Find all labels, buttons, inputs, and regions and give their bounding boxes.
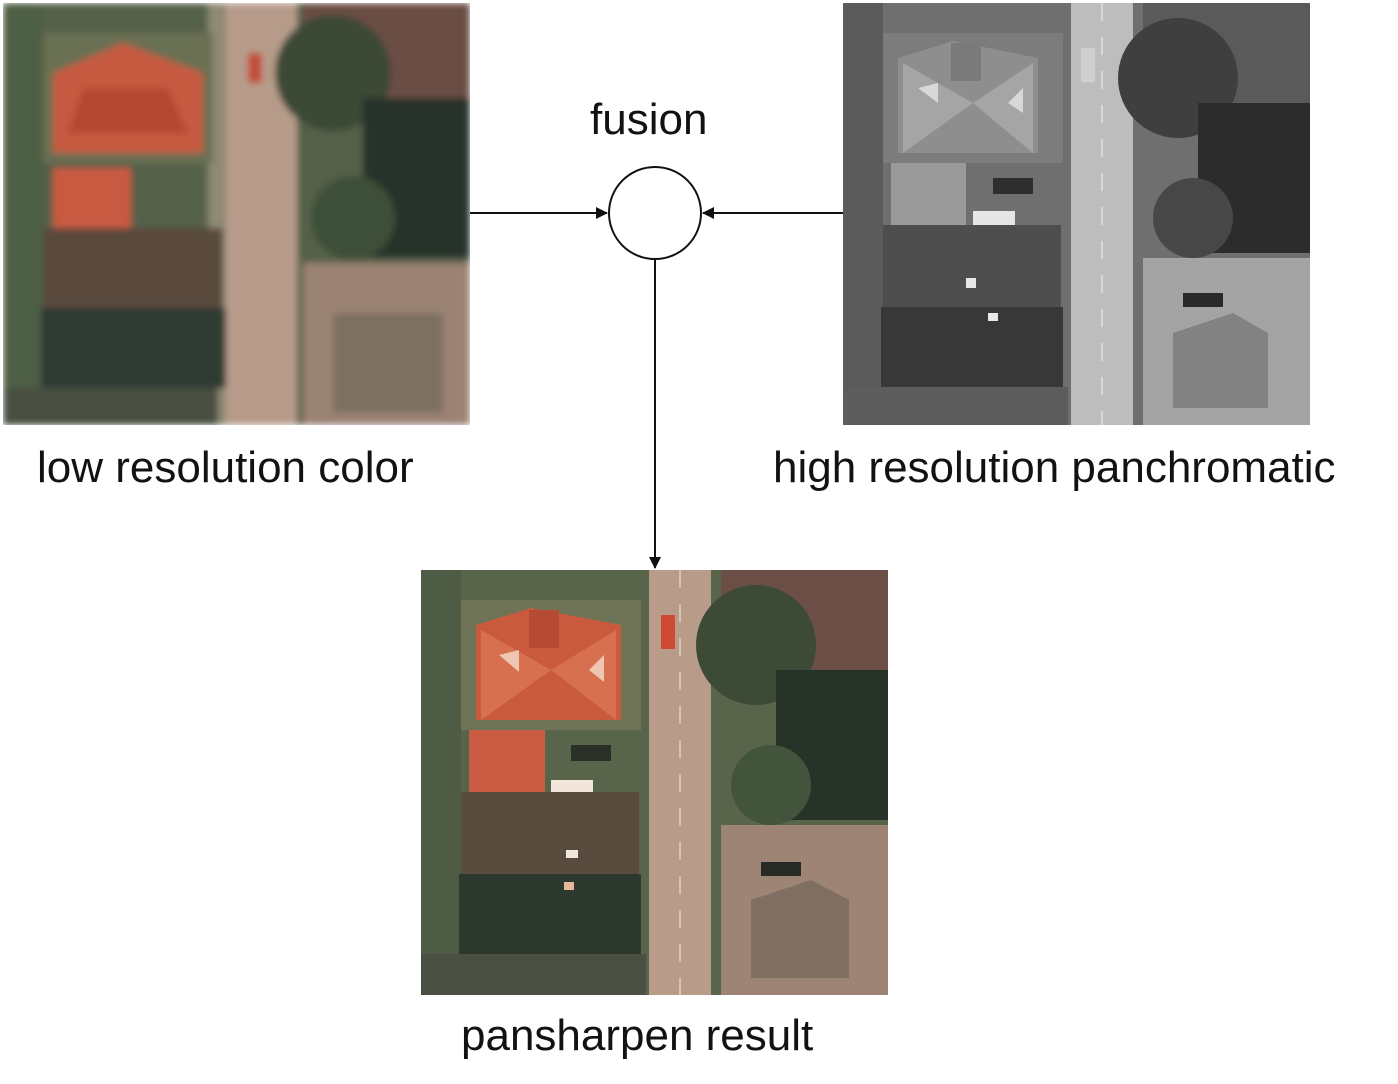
fusion-node: [608, 166, 702, 260]
aerial-photo-high-res: [843, 3, 1310, 425]
high-resolution-panchromatic-image: [843, 3, 1310, 425]
pansharpen-result-image: [421, 570, 888, 995]
aerial-photo-low-res: [3, 3, 470, 425]
low-resolution-color-image: [3, 3, 470, 425]
fusion-label: fusion: [590, 95, 708, 144]
aerial-photo-pansharpened: [421, 570, 888, 995]
low-resolution-color-label: low resolution color: [37, 443, 414, 492]
high-resolution-panchromatic-label: high resolution panchromatic: [773, 443, 1336, 492]
pansharpen-result-label: pansharpen result: [461, 1011, 814, 1060]
